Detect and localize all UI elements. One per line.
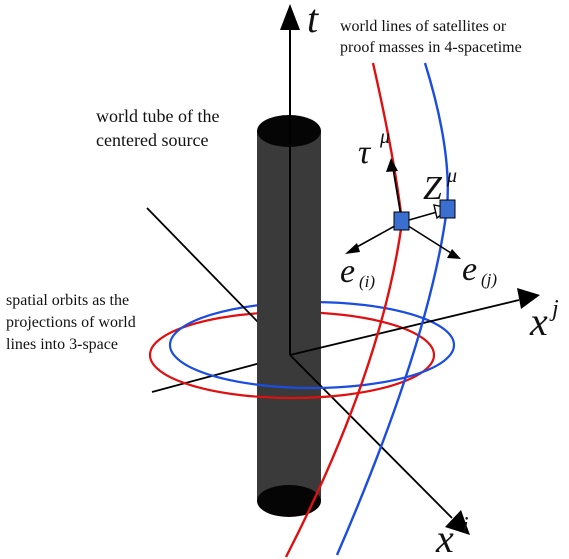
red-world-line [284, 62, 404, 558]
e-i-subscript: (i) [359, 272, 375, 291]
axis-t-arrowhead [280, 4, 300, 30]
satellite-box-blue [439, 199, 456, 219]
axis-xi-front [289, 354, 453, 519]
tau-label: τ [358, 134, 372, 171]
world-tube-bottom-cap [257, 485, 321, 517]
satellite-box-red [393, 211, 410, 231]
z-superscript: μ [446, 165, 457, 187]
world-lines-label-1: world lines of satellites or [340, 18, 507, 35]
blue-world-line [335, 62, 449, 556]
spatial-orbits-label-1: spatial orbits as the [6, 292, 129, 309]
e-j-vector [401, 221, 452, 254]
axis-xj-superscript: j [549, 296, 559, 322]
e-j-subscript: (j) [481, 270, 497, 289]
world-tube-label-1: world tube of the [96, 106, 219, 126]
axis-xi-arrowhead [445, 510, 470, 535]
tau-superscript: μ [379, 126, 390, 148]
spatial-orbits-label-2: projections of world [6, 314, 136, 331]
axis-xi-superscript: i [462, 513, 469, 539]
spatial-orbits-label-3: lines into 3-space [6, 336, 118, 353]
axis-xj-arrowhead [517, 288, 540, 309]
e-j-label: e [462, 251, 477, 288]
axis-t-label: t [307, 0, 319, 41]
axis-xi-label: x [435, 516, 454, 559]
axis-xj-label: x [529, 299, 548, 344]
tau-vector-arrowhead [386, 158, 398, 172]
blue-orbit-front [168, 344, 456, 390]
e-i-arrowhead [345, 243, 360, 254]
axis-xj-front [289, 299, 520, 356]
e-j-arrowhead [447, 249, 461, 259]
world-tube-label-2: centered source [96, 130, 208, 150]
world-lines-label-2: proof masses in 4-spacetime [340, 39, 522, 56]
z-label: Z [423, 170, 443, 207]
e-i-label: e [340, 253, 355, 290]
